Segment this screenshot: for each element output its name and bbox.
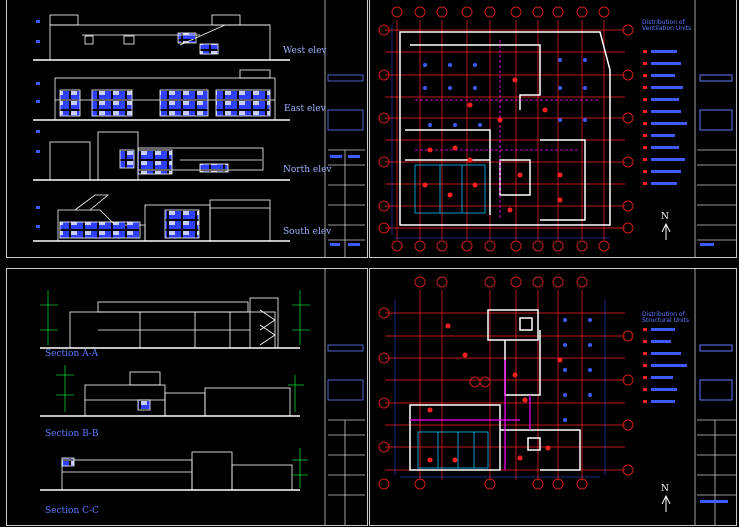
north-arrow-icon	[661, 222, 671, 240]
west-elevation-label: West elev	[283, 46, 327, 56]
structural-legend-title-line2: Structural Units	[642, 317, 689, 324]
section-cc-label: Section C-C	[45, 506, 99, 516]
sections-group	[40, 269, 365, 525]
grid-bubble-icon	[378, 6, 634, 252]
structural-plan-group	[378, 269, 736, 525]
structural-legend-title: Distribution of Structural Units	[642, 312, 689, 324]
sheet-ventilation-plan	[369, 0, 737, 258]
section-bb-label: Section B-B	[45, 429, 99, 439]
structural-legend-title-line1: Distribution of	[642, 311, 685, 318]
ventilation-legend-swatches	[643, 50, 647, 185]
north-arrow-icon	[661, 494, 671, 512]
ventilation-legend-title-line2: Ventilation Units	[642, 25, 692, 32]
elevations-group	[33, 0, 365, 257]
north-label-bottom: N	[661, 484, 669, 494]
ventilation-legend-title-line1: Distribution of	[642, 19, 685, 26]
north-elevation-label: North elev	[283, 165, 332, 175]
structural-legend-swatches	[643, 328, 647, 403]
south-elevation-label: South elev	[283, 227, 332, 237]
ventilation-plan-group	[378, 0, 736, 257]
ventilation-legend-title: Distribution of Ventilation Units	[642, 20, 691, 32]
east-elevation-label: East elev	[284, 104, 326, 114]
north-label-top: N	[661, 212, 669, 222]
grid-bubble-icon	[378, 276, 634, 490]
section-aa-label: Section A-A	[45, 349, 99, 359]
